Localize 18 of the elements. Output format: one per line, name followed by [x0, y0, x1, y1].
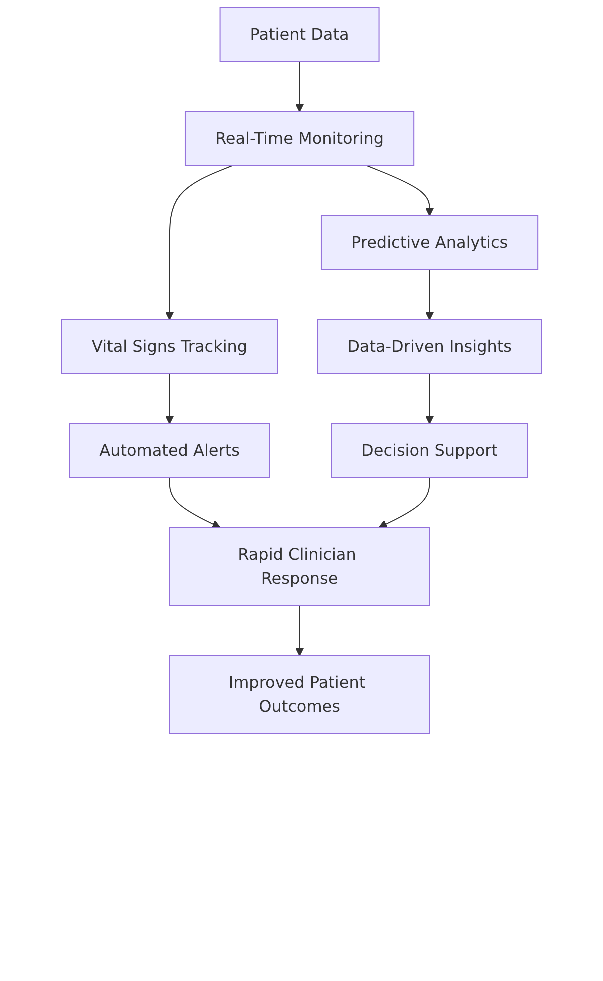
node-box: Automated Alerts [68, 424, 270, 478]
node-box: Rapid Clinician Response [168, 528, 430, 606]
node-box: Patient Data [219, 8, 380, 62]
node-box: Real-Time Monitoring [184, 112, 414, 166]
arrow [366, 166, 434, 216]
arrow [378, 478, 430, 528]
node-box: Vital Signs Tracking [61, 320, 278, 374]
arrow [424, 374, 434, 424]
node-box: Improved Patient Outcomes [168, 656, 430, 734]
arrow [164, 166, 232, 320]
arrow [294, 62, 304, 112]
arrow [424, 270, 434, 320]
node-box: Decision Support [330, 424, 528, 478]
arrow [164, 374, 174, 424]
arrow [294, 606, 304, 656]
node-box: Data-Driven Insights [316, 320, 542, 374]
arrow [168, 478, 220, 528]
node-box: Predictive Analytics [320, 216, 538, 270]
